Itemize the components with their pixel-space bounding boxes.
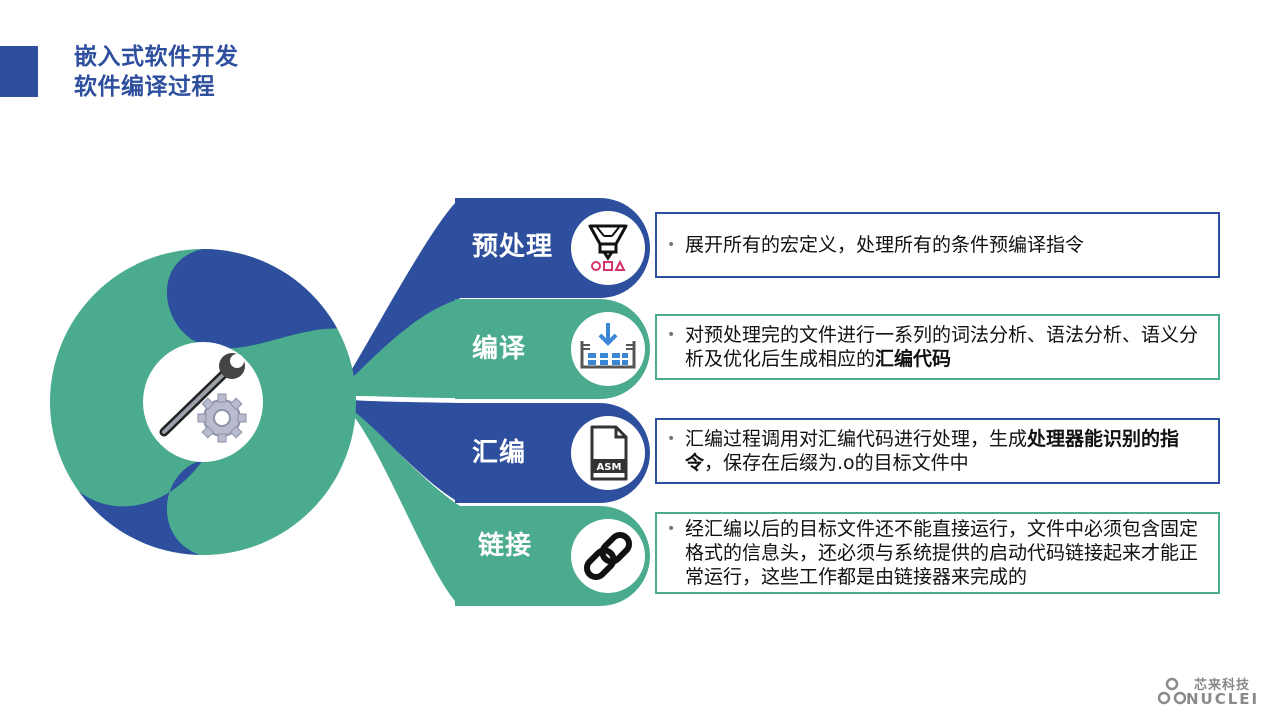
connector-step-4 [345, 406, 460, 606]
step-label-assemble: 汇编 [472, 438, 527, 468]
chain-link-icon [583, 531, 633, 581]
desc-box-assemble: • 汇编过程调用对汇编代码进行处理，生成处理器能识别的指令，保存在后缀为.o的目… [655, 418, 1220, 484]
nuclei-logo: 芯来科技 NUCLEI [1158, 672, 1278, 712]
page-title: 嵌入式软件开发 软件编译过程 [74, 42, 239, 102]
center-circle [143, 342, 263, 462]
step-label-preprocess: 预处理 [472, 232, 554, 262]
desc-box-link: • 经汇编以后的目标文件还不能直接运行，文件中必须包含固定格式的信息头，还必须与… [655, 512, 1220, 594]
icon-circle-4 [571, 519, 645, 593]
icon-circle-1 [571, 211, 645, 285]
download-factory-icon [580, 323, 636, 369]
logo-en-text: NUCLEI [1186, 690, 1260, 708]
wrench-gear-icon [159, 353, 247, 443]
nuclei-logo-mark [1158, 677, 1186, 705]
bullet-dot: • [667, 431, 676, 447]
bullet-dot: • [667, 237, 676, 253]
logo-cn-text: 芯来科技 [1194, 678, 1251, 693]
desc-box-compile: • 对预处理完的文件进行一系列的词法分析、语法分析、语义分析及优化后生成相应的汇… [655, 314, 1220, 380]
funnel-icon [588, 224, 628, 271]
desc-text-link: 经汇编以后的目标文件还不能直接运行，文件中必须包含固定格式的信息头，还必须与系统… [685, 518, 1199, 588]
step-label-link: 链接 [478, 531, 533, 561]
title-accent-bar [0, 46, 38, 97]
connector-step-3 [345, 400, 460, 503]
desc-text-preprocess: 展开所有的宏定义，处理所有的条件预编译指令 [685, 234, 1085, 256]
bullet-dot: • [667, 521, 676, 537]
title-line-2: 软件编译过程 [74, 74, 215, 100]
title-line-1: 嵌入式软件开发 [74, 44, 239, 70]
desc-box-preprocess: • 展开所有的宏定义，处理所有的条件预编译指令 [655, 212, 1220, 278]
connector-step-2 [340, 299, 460, 398]
desc-text-assemble: 汇编过程调用对汇编代码进行处理，生成处理器能识别的指令，保存在后缀为.o的目标文… [685, 428, 1180, 474]
desc-text-compile: 对预处理完的文件进行一系列的词法分析、语法分析、语义分析及优化后生成相应的汇编代… [685, 324, 1199, 370]
bullet-dot: • [667, 327, 676, 343]
step-label-compile: 编译 [472, 334, 527, 364]
asm-file-icon: ASM [590, 425, 628, 481]
asm-icon-text: ASM [597, 462, 622, 473]
connector-step-1 [340, 198, 460, 392]
